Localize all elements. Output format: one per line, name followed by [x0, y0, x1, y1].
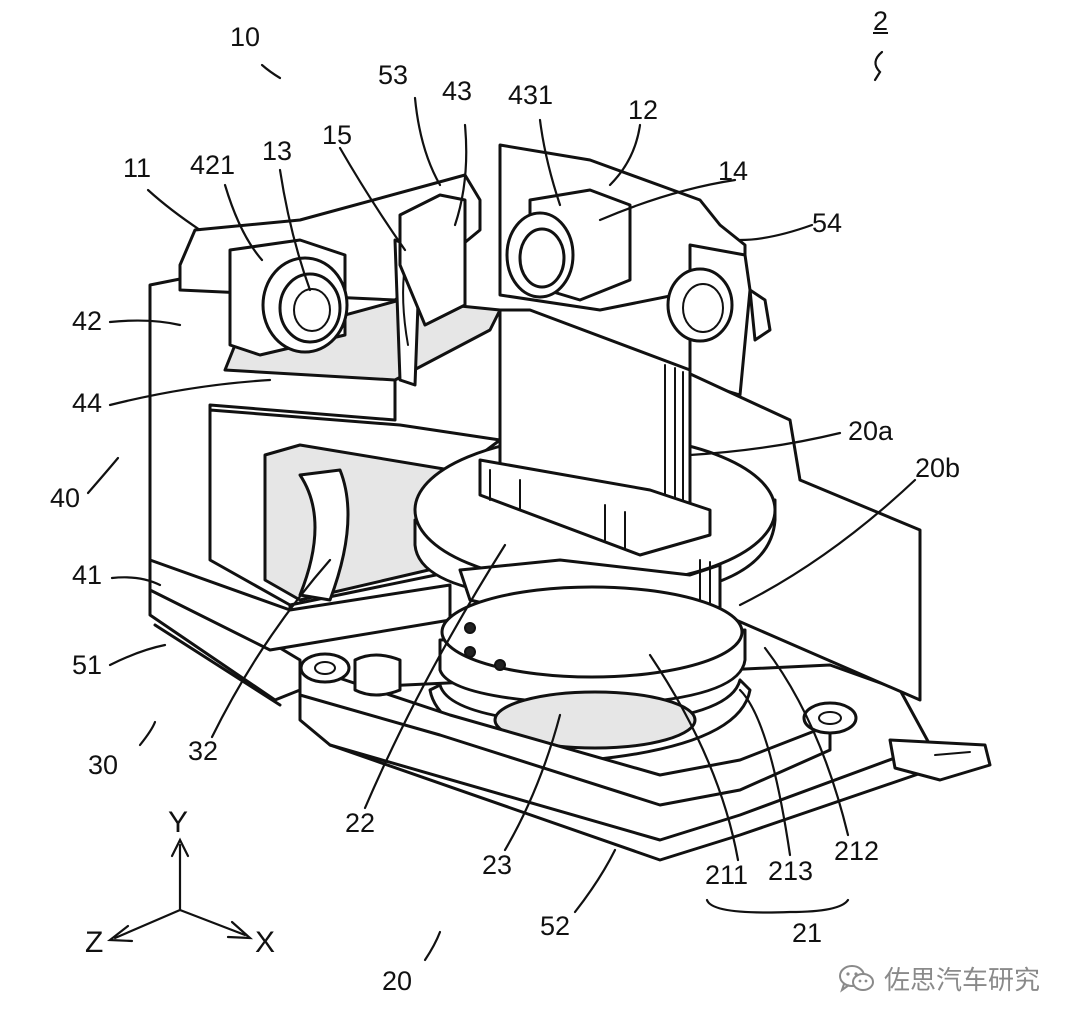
label-213: 213: [768, 856, 814, 886]
base-plate-edge: [328, 743, 932, 842]
axis-y-label: Y: [168, 806, 189, 839]
label-11: 11: [123, 153, 152, 183]
leader-211: [648, 653, 740, 862]
leader-23: [503, 713, 562, 852]
label-52: 52: [540, 911, 571, 941]
leader-10: [260, 63, 282, 80]
axis-x-label: X: [255, 926, 276, 959]
leader-212: [763, 646, 850, 837]
leader-40: [86, 456, 120, 495]
label-41: 41: [72, 560, 103, 590]
center-post-43: [398, 193, 467, 327]
leader-2: [873, 50, 884, 82]
label-30: 30: [88, 750, 119, 780]
label-10: 10: [230, 22, 261, 52]
label-42: 42: [72, 306, 103, 336]
label-431: 431: [508, 80, 554, 110]
frame-lower-left-strip: [153, 623, 282, 707]
label-44: 44: [72, 388, 103, 418]
leader-52: [573, 848, 617, 914]
base-plate-tab-slot: [934, 751, 971, 756]
leader-11: [146, 188, 202, 232]
leader-43: [453, 123, 468, 227]
label-20a: 20a: [848, 416, 894, 446]
wechat-icon: [839, 964, 874, 993]
leader-431: [538, 118, 562, 207]
camera-13: [228, 238, 349, 357]
watermark-text: 佐思汽车研究: [884, 966, 1041, 996]
screw-left: [299, 652, 402, 697]
leader-42: [108, 319, 182, 327]
leader-22: [363, 543, 507, 810]
screw-right: [802, 701, 858, 735]
base-plate-tab: [888, 738, 992, 782]
leader-30: [138, 720, 157, 747]
label-21: 21: [792, 918, 823, 948]
label-13: 13: [262, 136, 293, 166]
curved-cover-32: [298, 468, 350, 602]
label-43: 43: [442, 76, 473, 106]
camera-rear: [666, 267, 772, 343]
coordinate-axes: [106, 837, 254, 943]
leader-15: [338, 146, 407, 252]
leader-14: [598, 178, 737, 222]
bracket-21: [705, 898, 850, 914]
leader-32: [210, 558, 332, 739]
label-23: 23: [482, 850, 513, 880]
label-14: 14: [718, 156, 749, 186]
label-12: 12: [628, 95, 659, 125]
motor-213: [438, 585, 747, 707]
leader-51: [108, 643, 167, 667]
leader-20b: [738, 478, 917, 607]
label-40: 40: [50, 483, 81, 513]
label-20: 20: [382, 966, 413, 996]
label-212: 212: [834, 836, 880, 866]
label-20b: 20b: [915, 453, 961, 483]
label-53: 53: [378, 60, 409, 90]
leader-20a: [688, 431, 842, 457]
label-32: 32: [188, 736, 219, 766]
mirror-stack-20a: [478, 308, 712, 557]
leader-44: [108, 378, 272, 407]
label-421: 421: [190, 150, 236, 180]
label-22: 22: [345, 808, 376, 838]
leader-421: [223, 183, 264, 262]
leader-213: [738, 688, 792, 857]
label-51: 51: [72, 650, 103, 680]
figure-number: 2: [873, 6, 889, 36]
leader-41: [110, 576, 162, 587]
front-rail: [298, 663, 832, 807]
axis-z-label: Z: [85, 926, 104, 959]
leader-13: [278, 168, 312, 292]
label-15: 15: [322, 120, 353, 150]
leader-20: [423, 930, 442, 962]
leader-12: [608, 123, 642, 187]
watermark: 佐思汽车研究: [838, 960, 1040, 997]
leader-53: [413, 96, 442, 187]
label-211: 211: [705, 860, 749, 890]
label-54: 54: [812, 208, 843, 238]
leader-54: [738, 223, 814, 242]
